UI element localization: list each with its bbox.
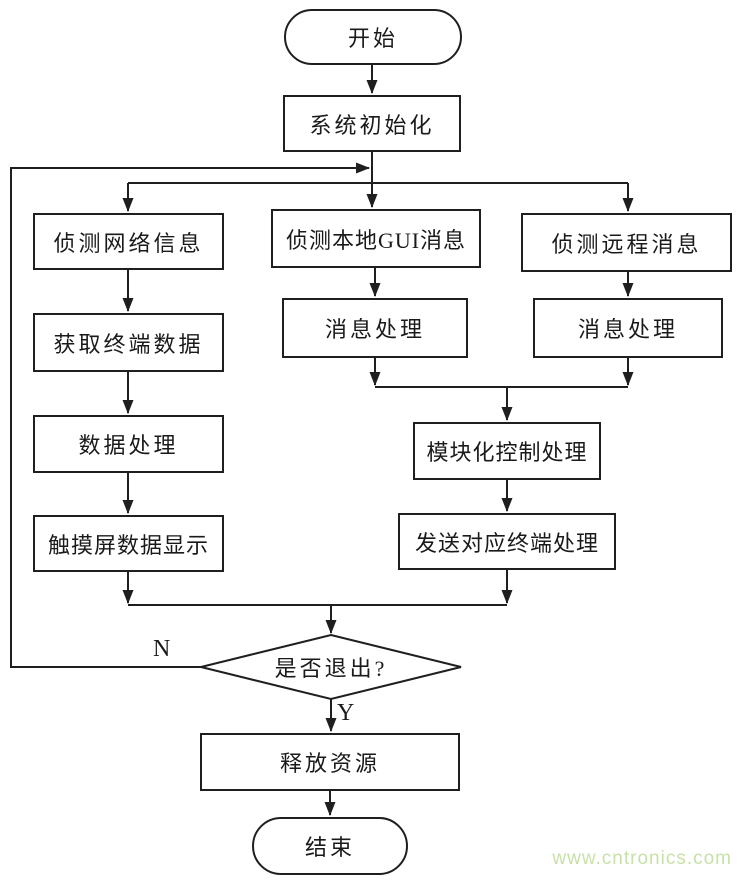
node-remote-msg-process-label: 消息处理 (577, 317, 678, 342)
node-data-process-label: 数据处理 (78, 433, 179, 458)
watermark-text: www.cntronics.com (552, 848, 732, 869)
node-start: 开始 (284, 9, 462, 65)
node-detect-remote: 侦测远程消息 (521, 213, 732, 272)
node-detect-local-gui-label: 侦测本地GUI消息 (285, 227, 467, 253)
node-remote-msg-process: 消息处理 (533, 298, 723, 358)
node-exit-decision-label: 是否退出? (274, 656, 388, 681)
node-release-resources-label: 释放资源 (279, 751, 380, 776)
node-modular-control-label: 模块化控制处理 (426, 440, 588, 465)
node-system-init-label: 系统初始化 (309, 112, 435, 138)
node-local-msg-process: 消息处理 (282, 298, 468, 358)
node-data-process: 数据处理 (33, 415, 224, 473)
edge-label-no: N (153, 636, 171, 662)
node-send-terminal-label: 发送对应终端处理 (414, 530, 599, 556)
node-release-resources: 释放资源 (200, 733, 460, 791)
node-detect-remote-label: 侦测远程消息 (551, 231, 702, 257)
node-exit-decision: 是否退出? (221, 645, 441, 689)
node-local-msg-process-label: 消息处理 (324, 317, 425, 342)
node-start-label: 开始 (347, 26, 398, 51)
node-detect-local-gui: 侦测本地GUI消息 (271, 209, 481, 268)
node-get-terminal-data: 获取终端数据 (33, 313, 224, 372)
node-end: 结束 (252, 817, 408, 875)
node-detect-network: 侦测网络信息 (33, 213, 224, 270)
node-system-init: 系统初始化 (283, 95, 461, 152)
node-end-label: 结束 (304, 835, 355, 860)
node-send-terminal: 发送对应终端处理 (398, 513, 616, 570)
node-touchscreen-display-label: 触摸屏数据显示 (47, 532, 209, 558)
node-touchscreen-display: 触摸屏数据显示 (33, 515, 224, 572)
node-modular-control: 模块化控制处理 (413, 422, 601, 480)
node-get-terminal-data-label: 获取终端数据 (53, 331, 204, 357)
node-detect-network-label: 侦测网络信息 (53, 230, 204, 256)
edge-label-yes: Y (337, 700, 355, 726)
